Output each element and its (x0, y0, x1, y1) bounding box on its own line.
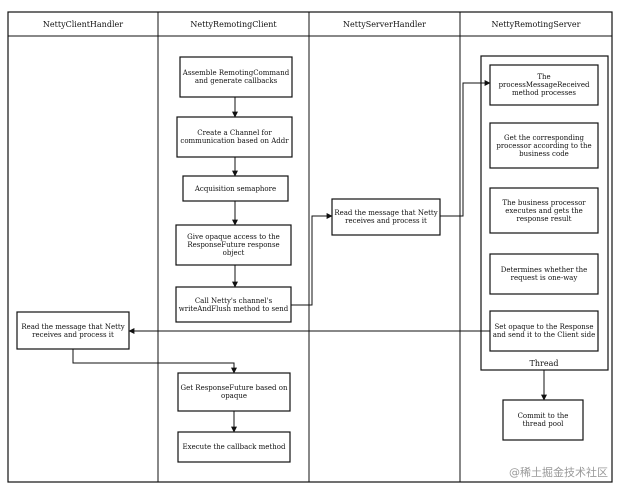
swimlane-frame: NettyClientHandler NettyRemotingClient N… (7, 11, 613, 483)
node-get-future-text: Get ResponseFuture based on opaque (180, 384, 288, 400)
node-one-way-text: Determines whether the request is one-wa… (500, 266, 588, 282)
node-server-read-text: Read the message that Netty receives and… (334, 209, 438, 225)
edges (72, 80, 547, 433)
thread-label: Thread (530, 359, 559, 368)
node-create-channel: Create a Channel for communication based… (176, 116, 293, 158)
node-process-received: The processMessageReceived method proces… (489, 64, 599, 106)
node-assemble: Assemble RemotingCommand and generate ca… (179, 56, 293, 98)
node-write-flush: Call Netty's channel's writeAndFlush met… (175, 286, 292, 323)
edge-server-read-to-process-received (440, 80, 491, 217)
edge-write-flush-to-server-read (291, 213, 333, 306)
node-get-processor-text: Get the corresponding processor accordin… (496, 133, 592, 158)
node-business-exec: The business processor executes and gets… (489, 187, 599, 234)
lane-title-client-handler: NettyClientHandler (43, 20, 123, 29)
node-commit-pool: Commit to the thread pool (502, 399, 584, 441)
node-commit-pool-text: Commit to the thread pool (517, 412, 569, 428)
lane-title-remoting-client: NettyRemotingClient (190, 20, 277, 29)
node-one-way: Determines whether the request is one-wa… (489, 253, 599, 295)
node-exec-callback: Execute the callback method (177, 431, 291, 463)
lane-title-remoting-server: NettyRemotingServer (491, 20, 580, 29)
node-business-exec-text: The business processor executes and gets… (502, 198, 586, 223)
node-give-opaque: Give opaque access to the ResponseFuture… (175, 224, 292, 266)
node-get-processor: Get the corresponding processor accordin… (489, 122, 599, 169)
node-server-read: Read the message that Netty receives and… (331, 198, 441, 236)
node-get-future: Get ResponseFuture based on opaque (177, 372, 291, 412)
node-set-opaque-text: Set opaque to the Response and send it t… (492, 323, 596, 339)
node-give-opaque-text: Give opaque access to the ResponseFuture… (187, 233, 280, 257)
node-exec-callback-text: Execute the callback method (182, 443, 286, 451)
node-client-read: Read the message that Netty receives and… (16, 311, 130, 350)
node-assemble-text: Assemble RemotingCommand and generate ca… (182, 69, 290, 85)
edge-client-read-to-get-future (72, 349, 237, 374)
node-acquire: Acquisition semaphore (182, 175, 289, 202)
node-set-opaque: Set opaque to the Response and send it t… (489, 310, 599, 352)
watermark: @稀土掘金技术社区 (509, 465, 608, 479)
node-create-channel-text: Create a Channel for communication based… (180, 129, 289, 145)
node-acquire-text: Acquisition semaphore (194, 184, 277, 193)
node-process-received-text: The processMessageReceived method proces… (498, 73, 590, 97)
node-write-flush-text: Call Netty's channel's writeAndFlush met… (178, 296, 289, 313)
outer-border (7, 11, 613, 483)
node-client-read-text: Read the message that Netty receives and… (21, 322, 125, 339)
lane-title-server-handler: NettyServerHandler (343, 20, 426, 29)
